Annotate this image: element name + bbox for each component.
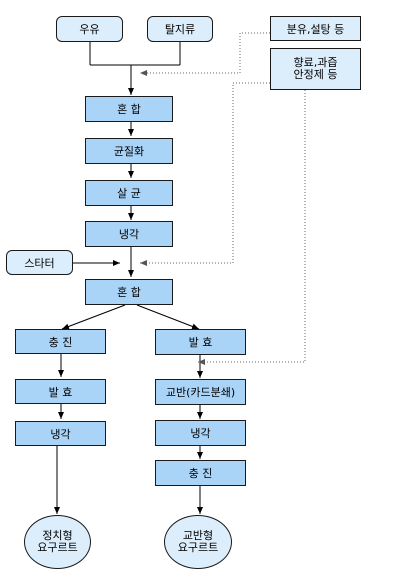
left-step-fermentation: 발 효 — [15, 379, 106, 404]
branch-split-arrows — [61, 304, 200, 330]
step-sterilization: 살 균 — [85, 180, 173, 206]
left-step-cooling-label: 냉각 — [50, 427, 71, 441]
right-step-stirring-label: 교반(카드분쇄) — [165, 386, 236, 399]
step-homogenization-label: 균질화 — [113, 145, 145, 158]
skim-milk-input: 탈지류 — [147, 16, 213, 42]
stirred-yogurt-line2: 요구르트 — [177, 541, 219, 554]
additive-dotted-lines — [140, 32, 306, 365]
milk-powder-sugar-label: 분유,설탕 등 — [286, 22, 345, 36]
right-step-fermentation: 발 효 — [155, 329, 246, 355]
right-step-cooling-label: 냉각 — [190, 427, 211, 440]
right-step-filling-label: 충 진 — [188, 467, 213, 480]
set-yogurt-result: 정치형 요구르트 — [24, 515, 91, 569]
step-mixing-2: 혼 합 — [85, 279, 173, 305]
step-mixing-1: 혼 합 — [85, 96, 173, 122]
milk-input-label: 우유 — [79, 23, 100, 36]
right-step-stirring: 교반(카드분쇄) — [155, 379, 246, 405]
step-sterilization-label: 살 균 — [117, 187, 141, 200]
left-step-cooling: 냉각 — [15, 421, 106, 446]
left-branch-arrows — [54, 354, 64, 514]
stirred-yogurt-line1: 교반형 — [182, 529, 214, 542]
stirred-yogurt-result: 교반형 요구르트 — [164, 515, 232, 569]
flavor-stabilizer-input: 향료,과즙 안정제 등 — [270, 48, 361, 90]
left-step-filling-label: 충 진 — [48, 335, 73, 349]
starter-input-label: 스타터 — [24, 256, 55, 270]
left-step-fermentation-label: 발 효 — [48, 385, 73, 399]
right-step-fermentation-label: 발 효 — [188, 336, 213, 349]
right-step-cooling: 냉각 — [155, 420, 246, 446]
starter-input: 스타터 — [6, 250, 73, 275]
input-merge-lines — [89, 42, 181, 95]
main-flow-arrows — [73, 122, 134, 277]
milk-input: 우유 — [56, 16, 123, 42]
step-cooling-main: 냉각 — [85, 221, 173, 247]
right-step-filling: 충 진 — [155, 460, 246, 486]
step-mixing-1-label: 혼 합 — [117, 103, 141, 116]
set-yogurt-line2: 요구르트 — [37, 541, 78, 554]
flavor-stabilizer-line1: 향료,과즙 — [293, 56, 338, 69]
skim-milk-input-label: 탈지류 — [164, 23, 196, 36]
set-yogurt-line1: 정치형 — [42, 529, 73, 542]
left-step-filling: 충 진 — [15, 329, 106, 354]
milk-powder-sugar-input: 분유,설탕 등 — [270, 16, 361, 41]
flavor-stabilizer-line2: 안정제 등 — [293, 68, 338, 81]
step-homogenization: 균질화 — [85, 138, 173, 164]
step-mixing-2-label: 혼 합 — [117, 286, 141, 299]
step-cooling-main-label: 냉각 — [118, 228, 140, 241]
